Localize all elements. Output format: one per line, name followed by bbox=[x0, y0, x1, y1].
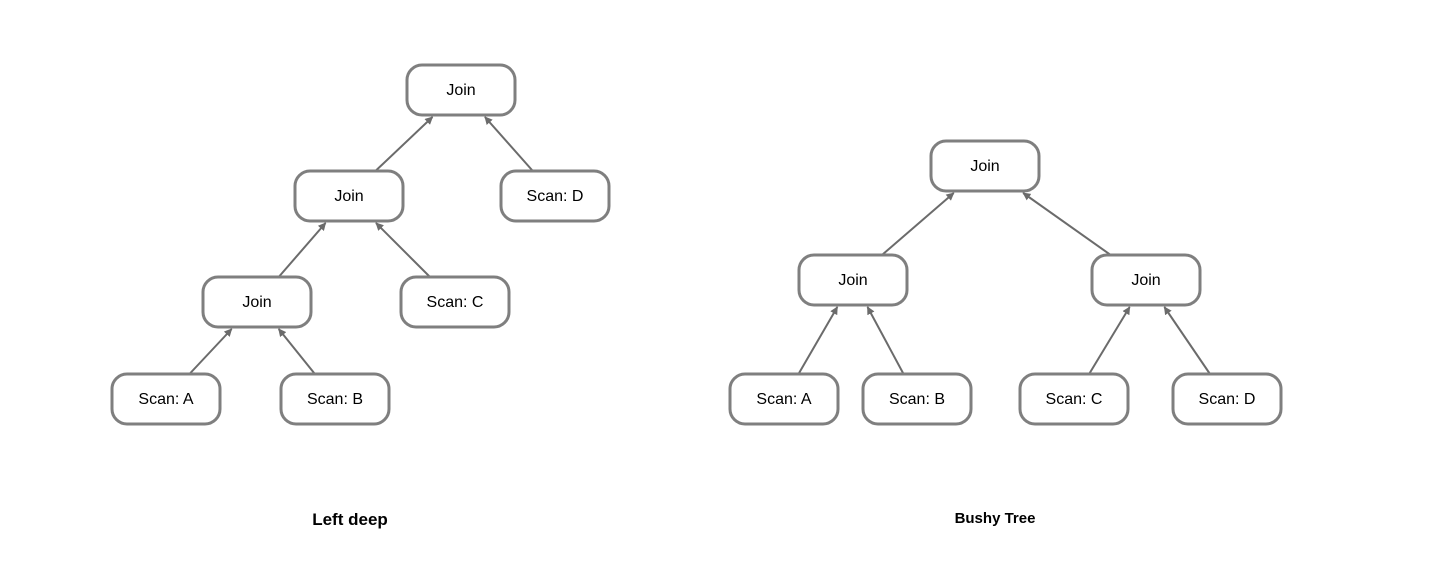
node-label: Join bbox=[838, 272, 867, 289]
bushy-tree-edge-sd-to-jr bbox=[1163, 306, 1213, 377]
left-deep-node-sd: Scan: D bbox=[499, 169, 611, 223]
node-label: Join bbox=[446, 82, 475, 99]
node-box bbox=[797, 253, 909, 307]
node-label: Join bbox=[1131, 272, 1160, 289]
left-deep-edge-j2-to-j1 bbox=[372, 116, 434, 174]
node-label: Scan: D bbox=[527, 188, 584, 205]
node-label: Scan: A bbox=[756, 391, 811, 408]
left-deep-edge-sb-to-j3 bbox=[277, 328, 318, 377]
node-box bbox=[929, 139, 1041, 193]
node-label: Join bbox=[242, 294, 271, 311]
node-box bbox=[1171, 372, 1283, 426]
bushy-tree-edge-sa-to-jl bbox=[796, 306, 839, 377]
node-label: Scan: C bbox=[427, 294, 484, 311]
bushy-tree-edge-sc-to-jr bbox=[1087, 306, 1131, 377]
node-label: Join bbox=[334, 188, 363, 205]
bushy-tree-edge-jl-to-j1 bbox=[878, 192, 955, 258]
left-deep-edge-j3-to-j2 bbox=[276, 222, 327, 280]
node-box bbox=[861, 372, 973, 426]
node-label: Scan: A bbox=[138, 391, 193, 408]
node-box bbox=[201, 275, 313, 329]
left-deep-node-sb: Scan: B bbox=[279, 372, 391, 426]
bushy-tree-caption: Bushy Tree bbox=[954, 510, 1036, 527]
node-label: Scan: B bbox=[307, 391, 363, 408]
node-box bbox=[279, 372, 391, 426]
left-deep-edge-sd-to-j1 bbox=[484, 116, 536, 174]
node-box bbox=[293, 169, 405, 223]
left-deep-node-sa: Scan: A bbox=[110, 372, 222, 426]
left-deep-edge-sc-to-j2 bbox=[375, 222, 433, 280]
node-label: Join bbox=[970, 158, 999, 175]
bushy-tree-node-sa: Scan: A bbox=[728, 372, 840, 426]
left-deep-node-j1: Join bbox=[405, 63, 517, 117]
left-deep-caption: Left deep bbox=[312, 510, 388, 529]
node-box bbox=[499, 169, 611, 223]
node-box bbox=[405, 63, 517, 117]
node-label: Scan: D bbox=[1199, 391, 1256, 408]
node-box bbox=[728, 372, 840, 426]
bushy-tree-node-j1: Join bbox=[929, 139, 1041, 193]
node-box bbox=[110, 372, 222, 426]
left-deep-node-j3: Join bbox=[201, 275, 313, 329]
node-label: Scan: C bbox=[1046, 391, 1103, 408]
bushy-tree-node-sc: Scan: C bbox=[1018, 372, 1130, 426]
left-deep-node-sc: Scan: C bbox=[399, 275, 511, 329]
bushy-tree-edge-sb-to-jl bbox=[866, 306, 906, 377]
node-box bbox=[399, 275, 511, 329]
node-box bbox=[1018, 372, 1130, 426]
left-deep-node-j2: Join bbox=[293, 169, 405, 223]
edges-layer bbox=[186, 116, 1213, 377]
node-label: Scan: B bbox=[889, 391, 945, 408]
node-box bbox=[1090, 253, 1202, 307]
bushy-tree-node-jl: Join bbox=[797, 253, 909, 307]
bushy-tree-edge-jr-to-j1 bbox=[1022, 192, 1115, 258]
bushy-tree-node-jr: Join bbox=[1090, 253, 1202, 307]
bushy-tree-node-sd: Scan: D bbox=[1171, 372, 1283, 426]
bushy-tree-node-sb: Scan: B bbox=[861, 372, 973, 426]
left-deep-edge-sa-to-j3 bbox=[186, 328, 233, 377]
